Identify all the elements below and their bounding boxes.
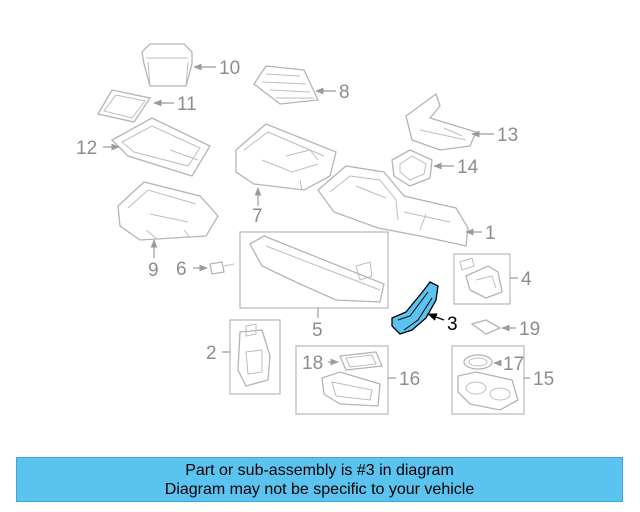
banner-line-1: Part or sub-assembly is #3 in diagram bbox=[185, 462, 454, 479]
part-7-upper-console bbox=[235, 123, 337, 191]
part-3-bracket-highlighted bbox=[391, 281, 439, 335]
callout-14: 14 bbox=[457, 157, 479, 178]
callout-10: 10 bbox=[219, 58, 240, 79]
callout-15: 15 bbox=[533, 369, 554, 390]
part-5-box bbox=[239, 231, 389, 309]
part-12-trim-panel bbox=[110, 117, 211, 177]
callout-3: 3 bbox=[447, 314, 458, 335]
part-5-side-panel bbox=[249, 235, 385, 303]
part-2-box bbox=[229, 319, 281, 395]
callout-19: 19 bbox=[519, 319, 540, 340]
part-17-ring bbox=[463, 354, 493, 370]
part-8-tray-mat bbox=[253, 65, 319, 105]
callout-16: 16 bbox=[399, 369, 420, 390]
callout-6: 6 bbox=[176, 259, 187, 280]
part-4-box bbox=[453, 253, 511, 305]
callout-1: 1 bbox=[485, 223, 496, 244]
part-15-cupholder bbox=[457, 371, 519, 411]
part-19-clip bbox=[470, 319, 502, 335]
callout-7: 7 bbox=[252, 206, 263, 227]
part-2-bracket bbox=[237, 323, 271, 387]
part-16-cupholder bbox=[321, 371, 381, 407]
part-16-box bbox=[295, 345, 389, 415]
callout-2: 2 bbox=[206, 343, 217, 364]
part-10-bin bbox=[141, 43, 193, 87]
callout-17: 17 bbox=[503, 354, 524, 375]
banner-line-2: Diagram may not be specific to your vehi… bbox=[164, 481, 475, 498]
info-banner: Part or sub-assembly is #3 in diagram Di… bbox=[16, 457, 623, 502]
callout-18: 18 bbox=[302, 353, 323, 374]
part-4-bracket bbox=[459, 257, 503, 299]
part-9-lower-console bbox=[117, 181, 219, 241]
callout-8: 8 bbox=[339, 82, 350, 103]
part-18-mat bbox=[339, 351, 383, 371]
part-6-screw bbox=[209, 261, 235, 275]
part-14-shift-boot bbox=[391, 149, 433, 187]
part-1-main-console bbox=[317, 165, 469, 247]
callout-12: 12 bbox=[76, 138, 97, 159]
part-15-box bbox=[451, 345, 525, 415]
callout-4: 4 bbox=[521, 269, 532, 290]
callout-11: 11 bbox=[177, 94, 197, 115]
part-11-mat bbox=[96, 89, 152, 123]
callout-5: 5 bbox=[312, 320, 323, 341]
part-13-bezel bbox=[405, 92, 477, 151]
callout-13: 13 bbox=[497, 125, 518, 146]
callout-9: 9 bbox=[148, 260, 159, 281]
